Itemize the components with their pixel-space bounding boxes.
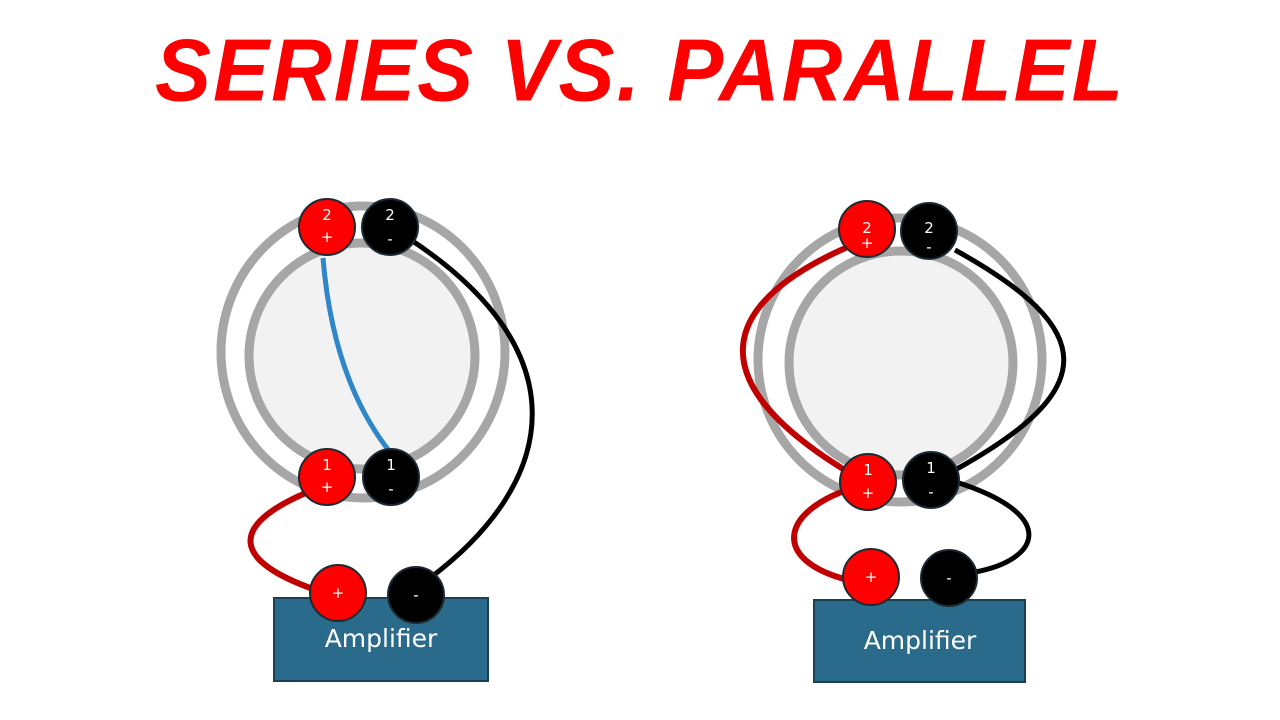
svg-text:+: + bbox=[332, 584, 345, 602]
svg-text:2: 2 bbox=[862, 219, 872, 237]
svg-text:+: + bbox=[862, 484, 875, 502]
svg-text:+: + bbox=[321, 228, 334, 246]
svg-text:1: 1 bbox=[926, 459, 936, 477]
svg-text:-: - bbox=[928, 483, 933, 501]
speaker-outer-ring bbox=[216, 201, 510, 503]
parallel-diagram: Amplifier 2 + 2 - 1 + 1 - + - bbox=[739, 200, 1067, 683]
terminal-v2-positive: 2 + bbox=[838, 200, 896, 258]
svg-text:1: 1 bbox=[863, 461, 873, 479]
positive-wire-top bbox=[739, 240, 860, 481]
svg-text:-: - bbox=[413, 586, 418, 604]
svg-text:2: 2 bbox=[385, 206, 395, 224]
negative-wire-bottom bbox=[955, 479, 1032, 575]
svg-text:2: 2 bbox=[924, 219, 934, 237]
positive-wire bbox=[247, 489, 317, 593]
speaker-outer-ring bbox=[753, 213, 1047, 507]
svg-text:1: 1 bbox=[386, 456, 396, 474]
svg-text:-: - bbox=[946, 569, 951, 587]
amplifier-label: Amplifier bbox=[325, 624, 438, 653]
svg-text:-: - bbox=[387, 230, 392, 248]
terminal-v2-negative: 2 - bbox=[900, 202, 958, 260]
amplifier-terminal-negative: - bbox=[920, 549, 978, 607]
series-diagram: Amplifier 2 + 2 - 1 + 1 - + - bbox=[216, 198, 535, 682]
svg-text:+: + bbox=[321, 478, 334, 496]
svg-text:1: 1 bbox=[322, 456, 332, 474]
amplifier-label: Amplifier bbox=[864, 626, 977, 655]
amplifier-box bbox=[273, 597, 489, 682]
terminal-v1-negative: 1 - bbox=[362, 448, 420, 506]
svg-text:2: 2 bbox=[322, 206, 332, 224]
page-title: SERIES VS. PARALLEL bbox=[155, 20, 1125, 120]
negative-wire-top bbox=[953, 247, 1067, 473]
terminal-v2-positive: 2 + bbox=[298, 198, 356, 256]
terminal-v2-negative: 2 - bbox=[361, 198, 419, 256]
jumper-wire bbox=[320, 257, 392, 454]
svg-text:+: + bbox=[865, 568, 878, 586]
positive-wire-bottom bbox=[791, 484, 857, 583]
svg-text:+: + bbox=[861, 234, 874, 252]
negative-wire bbox=[406, 235, 535, 580]
terminal-v1-negative: 1 - bbox=[902, 451, 960, 509]
speaker-cone bbox=[244, 238, 480, 474]
speaker-cone bbox=[784, 246, 1018, 480]
amplifier-terminal-positive: + bbox=[842, 548, 900, 606]
terminal-v1-positive: 1 + bbox=[839, 453, 897, 511]
svg-text:-: - bbox=[926, 238, 931, 256]
terminal-v1-positive: 1 + bbox=[298, 448, 356, 506]
amplifier-terminal-positive: + bbox=[309, 564, 367, 622]
amplifier-box bbox=[813, 599, 1026, 683]
amplifier-terminal-negative: - bbox=[387, 566, 445, 624]
svg-text:-: - bbox=[388, 480, 393, 498]
